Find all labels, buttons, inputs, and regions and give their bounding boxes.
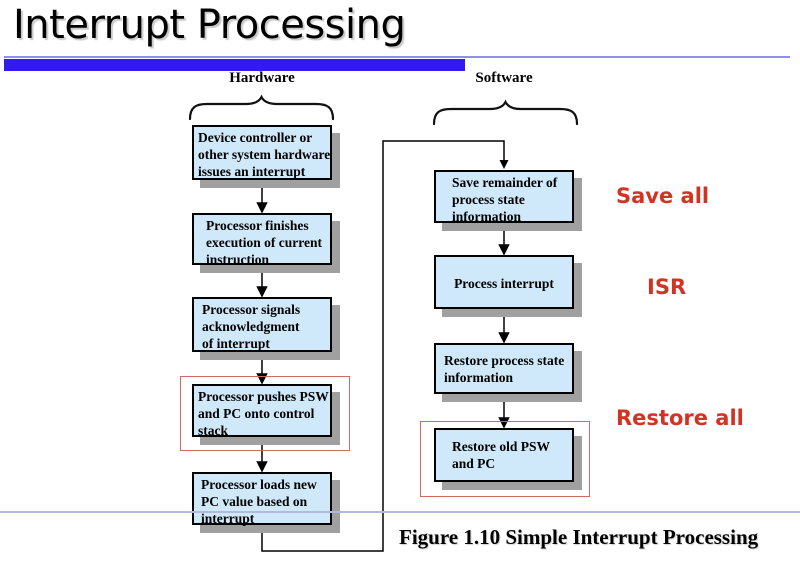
flow-box-processor-signals-ack: Processor signals acknowledgment of inte… [192,297,332,352]
figure-caption: Figure 1.10 Simple Interrupt Processing [399,525,759,549]
flow-box-restore-process-state: Restore process state information [434,343,574,394]
flow-box-processor-pushes-psw: Processor pushes PSW and PC onto control… [192,384,332,438]
brace-software [432,99,579,126]
flow-box-device-controller: Device controller or other system hardwa… [192,125,332,180]
flow-box-restore-old-psw: Restore old PSW and PC [434,428,574,482]
brace-hardware [188,94,335,121]
flow-box-save-remainder: Save remainder of process state informat… [434,170,574,224]
annotation-save-all: Save all [616,184,710,208]
flow-box-process-interrupt: Process interrupt [434,255,574,309]
annotation-isr: ISR [647,275,687,299]
highlight-rect-software-psw [420,421,590,497]
flow-box-processor-loads-pc: Processor loads new PC value based on in… [192,472,332,526]
title-accent-bar [4,59,465,71]
column-label-hardware: Hardware [229,70,295,86]
title-thin-rule [4,56,790,58]
highlight-rect-hardware-psw [180,376,350,451]
flow-box-processor-finishes: Processor finishes execution of current … [192,213,332,267]
annotation-restore-all: Restore all [616,406,744,430]
bottom-divider-line [0,511,800,513]
page-title: Interrupt Processing [13,2,406,48]
column-label-software: Software [475,70,533,86]
